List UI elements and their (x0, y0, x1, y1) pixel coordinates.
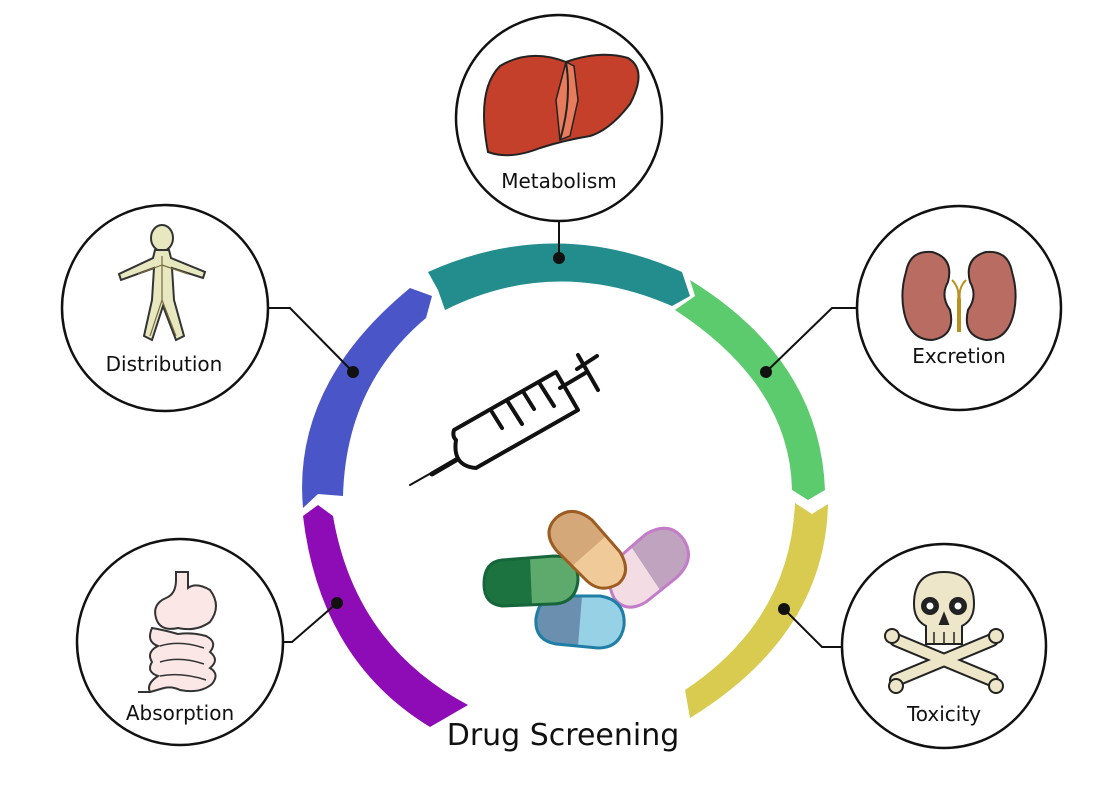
blue-capsule (534, 594, 626, 650)
diagram-title: Drug Screening (447, 718, 680, 753)
distribution-arc (302, 288, 432, 508)
toxicity-node: Toxicity (840, 542, 1048, 750)
absorption-label: Absorption (126, 701, 234, 725)
excretion-dot (760, 366, 772, 378)
metabolism-node: Metabolism (454, 13, 664, 223)
pills-icon (482, 510, 690, 650)
absorption-arc (303, 505, 468, 727)
kidneys-icon (901, 250, 1017, 342)
liver-icon (483, 53, 640, 157)
excretion-node: Excretion (855, 204, 1063, 412)
syringe-icon (409, 353, 600, 486)
orange-capsule (547, 510, 627, 590)
absorption-connector (284, 602, 338, 643)
metabolism-dot (553, 252, 565, 264)
stomach-intestine-icon (138, 571, 217, 694)
excretion-label: Excretion (912, 344, 1006, 368)
metabolism-label: Metabolism (501, 169, 617, 193)
connectors (266, 222, 858, 648)
connector-dots (331, 252, 790, 615)
stage-ring (302, 243, 828, 727)
skull-crossbones-icon (884, 570, 1004, 694)
distribution-label: Distribution (106, 352, 223, 376)
distribution-node: Distribution (60, 203, 270, 413)
distribution-connector (266, 307, 354, 373)
excretion-connector (765, 307, 858, 373)
metabolism-arc (428, 243, 690, 310)
excretion-arc (675, 280, 825, 500)
toxicity-connector (783, 608, 846, 648)
toxicity-arc (685, 503, 828, 718)
toxicity-label: Toxicity (906, 702, 981, 726)
green-capsule (482, 554, 580, 608)
human-body-icon (117, 224, 207, 342)
toxicity-dot (778, 603, 790, 615)
distribution-dot (347, 366, 359, 378)
absorption-node: Absorption (75, 537, 285, 747)
absorption-dot (331, 597, 343, 609)
